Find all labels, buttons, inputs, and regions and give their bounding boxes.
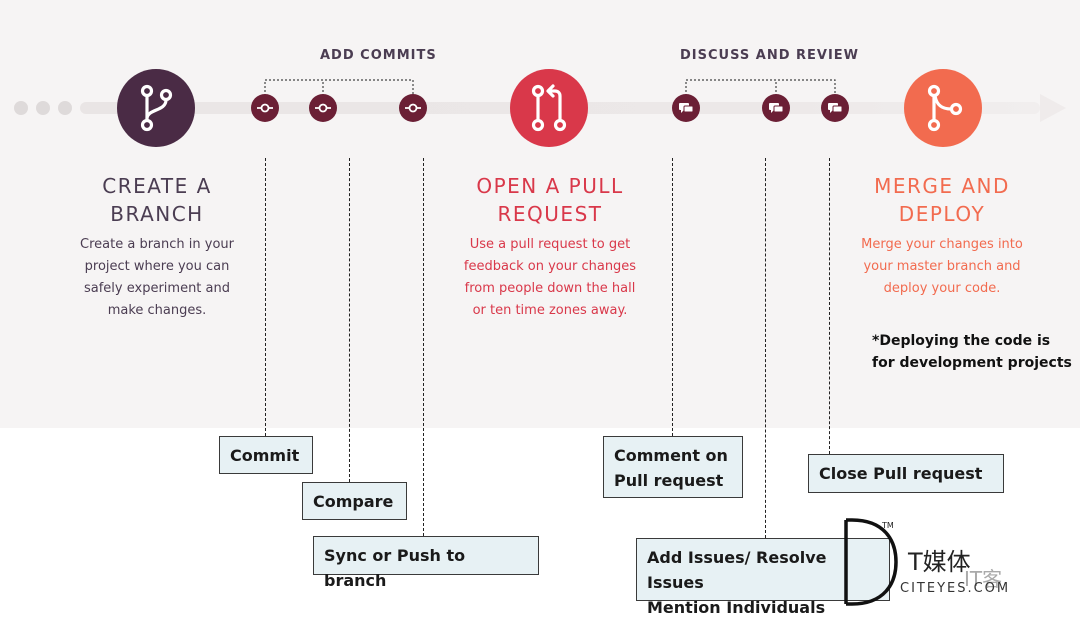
watermark-domain: CITEYES.COM [900,581,1010,596]
watermark-wechat: IT客 [964,567,1002,591]
merge-deploy-description: Merge your changes into your master bran… [842,234,1042,300]
description-line: deploy your code. [883,281,1001,296]
comment-icon [762,94,790,122]
merge-deploy-title: MERGE AND DEPLOY [842,172,1042,228]
description-line: safely experiment and [83,281,230,296]
description-line: your master branch and [863,259,1021,274]
description-line: feedback on your changes [463,259,637,274]
description-line: or ten time zones away. [472,303,628,318]
comment-icon [672,94,700,122]
pull-request-icon [510,69,588,147]
title-line: MERGE AND [874,174,1010,198]
comment-pull-request-callout: Comment on Pull request [603,436,743,498]
create-branch-description: Create a branch in your project where yo… [57,234,257,322]
title-line: BRANCH [110,202,204,226]
description-line: Create a branch in your [80,237,234,252]
timeline-start-dot [14,101,28,115]
discuss-review-label: DISCUSS AND REVIEW [680,48,860,63]
title-line: CREATE A [102,174,212,198]
description-line: Merge your changes into [861,237,1023,252]
description-line: project where you can [84,259,230,274]
open-pull-request-description: Use a pull request to get feedback on yo… [440,234,660,322]
title-line: DEPLOY [898,202,986,226]
open-pull-request-title: OPEN A PULL REQUEST [440,172,660,228]
commit-icon [399,94,427,122]
commit-icon [309,94,337,122]
add-commits-label: ADD COMMITS [320,48,437,63]
sync-push-callout: Sync or Push to branch [313,536,539,590]
description-line: from people down the hall [464,281,636,296]
timeline-start-dot [36,101,50,115]
git-branch-icon [117,69,195,147]
commit-callout: Commit [219,436,313,474]
create-branch-title: CREATE A BRANCH [57,172,257,228]
timeline-arrow-icon [1040,94,1066,122]
close-pull-request-callout: Close Pull request [808,454,1004,493]
deploy-footnote: *Deploying the code is for development p… [872,333,1072,371]
watermark-brand: T媒体 [907,548,971,576]
comment-icon [821,94,849,122]
watermark-d-mark: TM T媒体 IT客 CITEYES.COM [844,518,1010,606]
timeline-start-dot [58,101,72,115]
commit-connector-line [265,158,266,436]
watermark-tm: TM [881,521,894,530]
git-merge-icon [904,69,982,147]
issues-connector-line [765,158,766,538]
compare-connector-line [349,158,350,482]
title-line: REQUEST [497,202,603,226]
compare-callout: Compare [302,482,407,520]
comment-connector-line [672,158,673,436]
description-line: Use a pull request to get [469,237,631,252]
description-line: make changes. [107,303,207,318]
close-connector-line [829,158,830,454]
watermark-logo: TM T媒体 IT客 CITEYES.COM [840,514,1076,610]
title-line: OPEN A PULL [476,174,624,198]
commit-icon [251,94,279,122]
sync-connector-line [423,158,424,536]
